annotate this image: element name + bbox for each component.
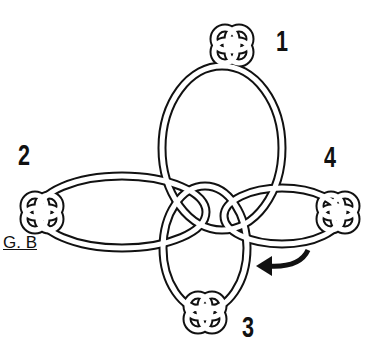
callout-number: 1: [276, 26, 288, 56]
callout-number: 2: [18, 140, 30, 170]
callout-number: 4: [324, 142, 336, 172]
figure-label: G. B: [3, 234, 37, 251]
callout-number: 3: [242, 312, 254, 342]
